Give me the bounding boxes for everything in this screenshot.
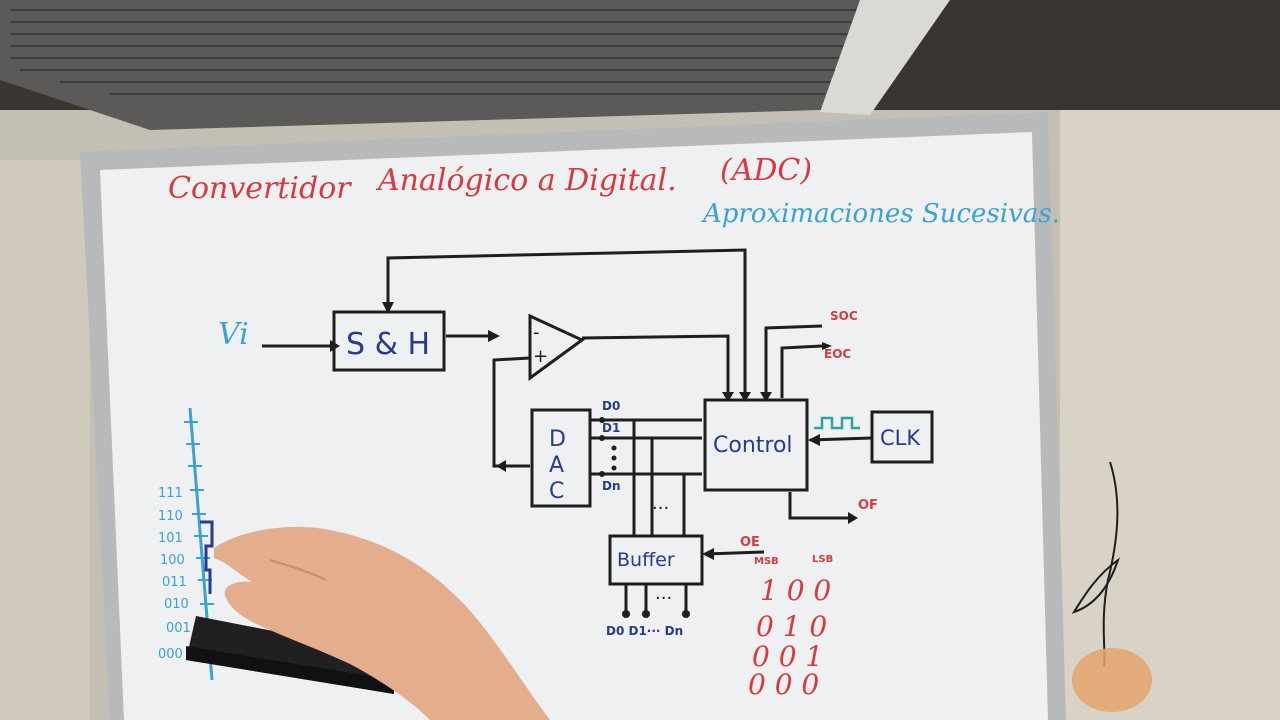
lsb-label: LSB xyxy=(812,554,833,565)
orange-flower xyxy=(1072,648,1152,712)
scale-label-111: 111 xyxy=(158,486,183,501)
of-label: OF xyxy=(858,498,878,513)
title-right: (ADC) xyxy=(720,153,812,188)
eraser-felt xyxy=(186,646,394,694)
fabric-right xyxy=(1060,90,1280,720)
dac-bit-d1: D1 xyxy=(602,421,620,435)
comparator-plus: + xyxy=(533,346,548,367)
quantization-stairs xyxy=(200,520,214,594)
control-box xyxy=(703,398,809,492)
code-row-2: 0 1 0 xyxy=(756,610,827,643)
scale-label-010: 010 xyxy=(164,597,189,612)
eoc-label: EOC xyxy=(824,347,851,361)
scale-label-011: 011 xyxy=(162,575,187,590)
air-conditioner xyxy=(0,0,880,130)
scale-label-001: 001 xyxy=(166,621,191,636)
comparator-minus: - xyxy=(533,322,540,343)
dac-letter-d: D xyxy=(549,427,566,452)
bus-dots: ··· xyxy=(652,498,669,519)
code-row-3: 0 0 1 xyxy=(752,640,823,673)
buffer-box xyxy=(608,534,704,586)
input-label: Vi xyxy=(218,317,249,352)
hand-crease xyxy=(269,559,327,581)
wiring xyxy=(262,248,873,612)
soc-label: SOC xyxy=(830,309,858,323)
plant-stem xyxy=(1102,461,1119,667)
scale-label-110: 110 xyxy=(158,509,183,524)
oe-label: OE xyxy=(740,535,760,550)
plant-leaf xyxy=(1071,557,1120,614)
sample-hold-label: S & H xyxy=(346,327,430,362)
dac-bit-d0: D0 xyxy=(602,399,620,413)
ac-side-panel xyxy=(820,0,950,115)
title-left: Convertidor xyxy=(168,171,352,206)
title-mid: Analógico a Digital. xyxy=(375,163,677,198)
scale-label-000: 000 xyxy=(158,647,183,662)
dac-box xyxy=(530,408,592,508)
control-label: Control xyxy=(713,433,793,458)
code-row-4: 0 0 0 xyxy=(748,668,819,701)
dac-letter-a: A xyxy=(549,453,564,478)
dac-letter-c: C xyxy=(549,479,564,504)
clock-waveform xyxy=(814,416,860,430)
scale-label-101: 101 xyxy=(158,531,183,546)
dac-dots xyxy=(611,445,617,471)
comparator-triangle xyxy=(528,313,585,381)
ac-vents xyxy=(10,9,860,95)
buffer-label: Buffer xyxy=(617,549,675,571)
buffer-outputs: D0 D1··· Dn xyxy=(606,624,683,638)
fabric-left xyxy=(0,160,90,720)
code-row-1: 1 0 0 xyxy=(760,574,831,607)
hand xyxy=(214,526,550,720)
clk-box xyxy=(870,410,934,464)
buffer-dots: ··· xyxy=(655,588,672,609)
dac-bit-dn: Dn xyxy=(602,479,621,493)
subtitle: Aproximaciones Sucesivas. xyxy=(701,199,1060,229)
scale-label-100: 100 xyxy=(160,553,185,568)
sample-hold-box xyxy=(332,310,446,372)
clk-label: CLK xyxy=(880,426,921,450)
msb-label: MSB xyxy=(754,556,779,567)
